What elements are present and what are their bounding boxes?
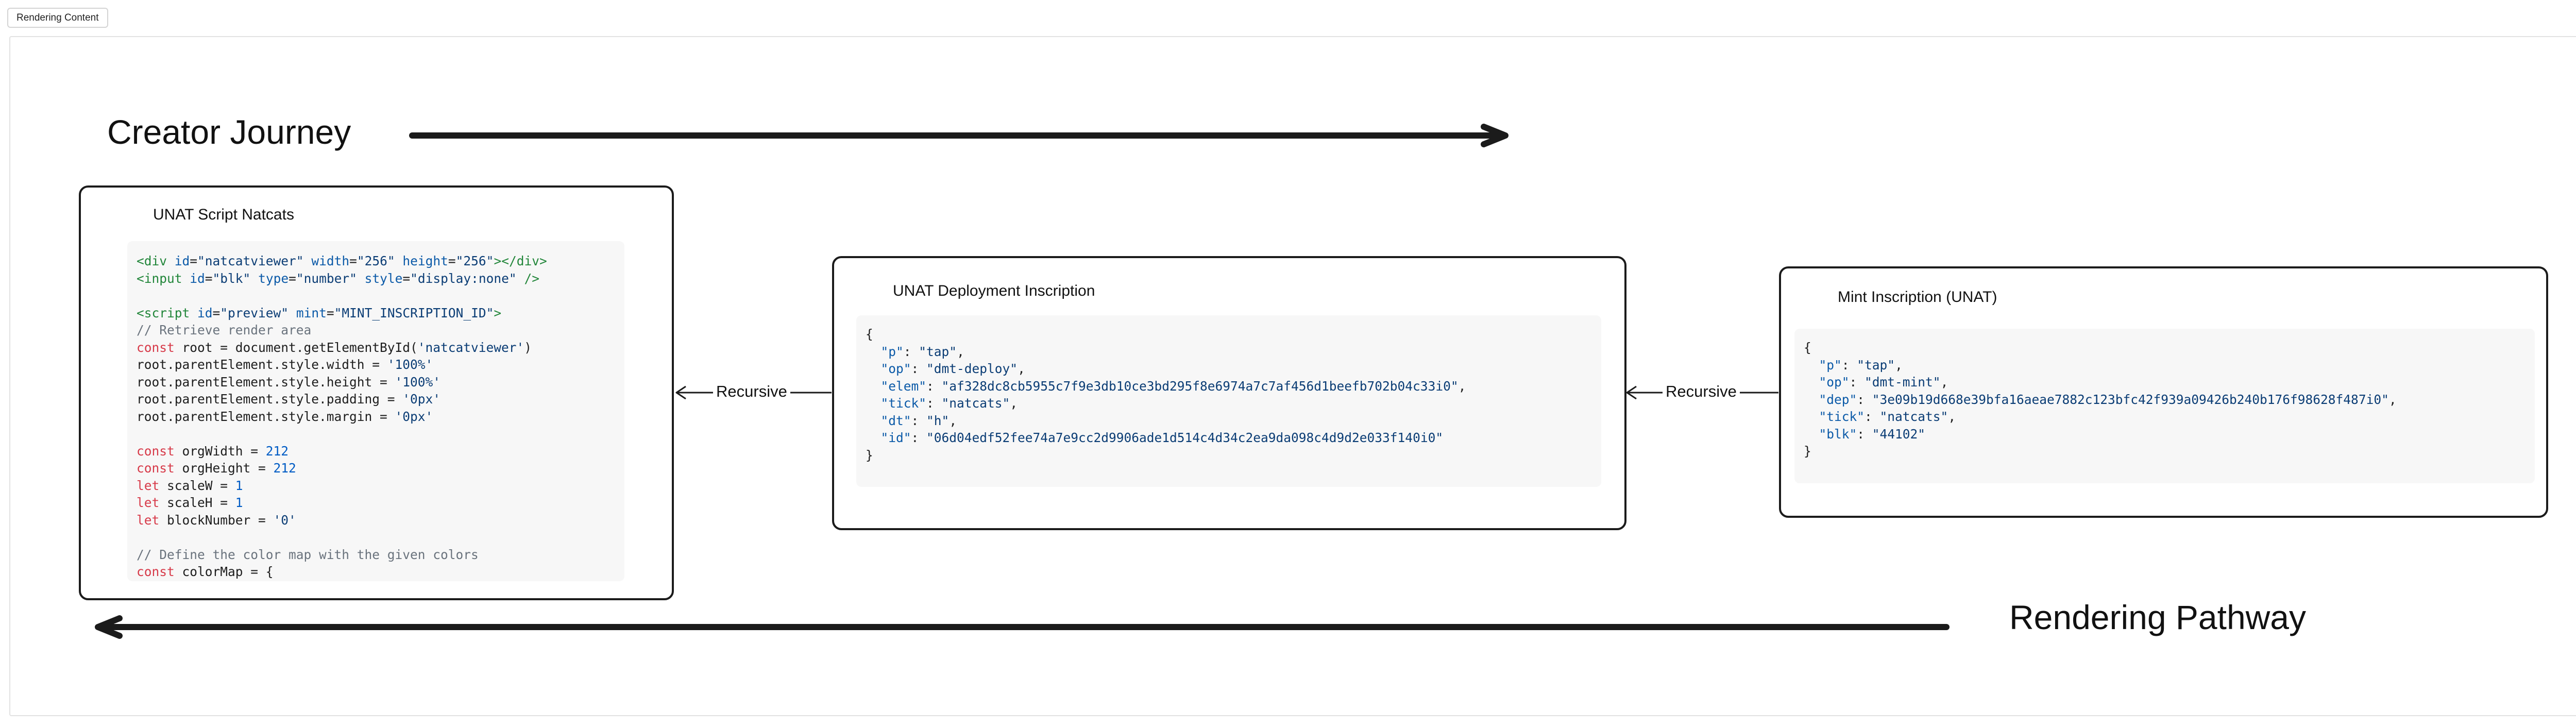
code-line: "tick": "natcats", [880, 396, 1018, 411]
code-line: { [1804, 340, 1811, 355]
code-line: <input id="blk" type="number" style="dis… [137, 270, 539, 286]
rendering-pathway-label: Rendering Pathway [2009, 598, 2307, 636]
code-line [137, 287, 624, 305]
code-line [137, 425, 624, 443]
code-line [137, 529, 624, 546]
rendering-content-button[interactable]: Rendering Content [7, 8, 108, 28]
code-line: root.parentElement.style.height = '100%' [137, 374, 441, 390]
code-line: { [866, 327, 873, 342]
deployment-code-block: { "p": "tap", "op": "dmt-deploy", "elem"… [856, 315, 1601, 487]
code-line: "p": "tap", [880, 344, 964, 359]
mint-code-block: { "p": "tap", "op": "dmt-mint", "dep": "… [1794, 329, 2535, 483]
code-line: root.parentElement.style.padding = '0px' [137, 392, 441, 407]
code-line: const root = document.getElementById('na… [137, 340, 532, 355]
code-line: const orgWidth = 212 [137, 443, 289, 459]
code-line: "elem": "af328dc8cb5955c7f9e3db10ce3bd29… [880, 378, 1466, 394]
edge-label-mint-to-deploy: Recursive [1663, 382, 1740, 401]
edge-label-deploy-to-script: Recursive [713, 382, 790, 401]
code-line: "tick": "natcats", [1819, 409, 1956, 424]
mint-card-title: Mint Inscription (UNAT) [1838, 289, 1997, 306]
script-card-title: UNAT Script Natcats [153, 206, 294, 223]
code-line: const colorMap = { [137, 564, 274, 579]
creator-journey-label: Creator Journey [107, 113, 351, 151]
code-line: <div id="natcatviewer" width="256" heigh… [137, 253, 547, 268]
code-line: let scaleH = 1 [137, 495, 243, 510]
creator-journey-arrow [409, 124, 1509, 147]
code-line: "dep": "3e09b19d668e39bfa16aeae7882c123b… [1819, 392, 2397, 407]
code-line: // Retrieve render area [137, 323, 312, 337]
code-line: root.parentElement.style.width = '100%' [137, 357, 433, 372]
code-line: "op": "dmt-mint", [1819, 375, 1948, 390]
code-line: "id": "06d04edf52fee74a7e9cc2d9906ade1d5… [880, 430, 1444, 445]
code-line: <script id="preview" mint="MINT_INSCRIPT… [137, 305, 502, 320]
code-line: let scaleW = 1 [137, 478, 243, 493]
code-line: const orgHeight = 212 [137, 461, 296, 476]
code-line: "op": "dmt-deploy", [880, 361, 1025, 376]
code-line: "p": "tap", [1819, 357, 1903, 373]
code-line: // Define the color map with the given c… [137, 547, 479, 562]
code-line: } [1804, 444, 1811, 459]
code-line: "dt": "h", [880, 413, 957, 428]
code-line: "blk": "44102" [1819, 426, 1926, 442]
rendering-pathway-arrow [95, 615, 1950, 639]
deployment-card-title: UNAT Deployment Inscription [893, 282, 1095, 299]
code-line: root.parentElement.style.margin = '0px' [137, 409, 433, 424]
code-line: let blockNumber = '0' [137, 512, 296, 528]
script-code-block: <div id="natcatviewer" width="256" heigh… [127, 241, 624, 581]
code-line: } [866, 447, 873, 463]
